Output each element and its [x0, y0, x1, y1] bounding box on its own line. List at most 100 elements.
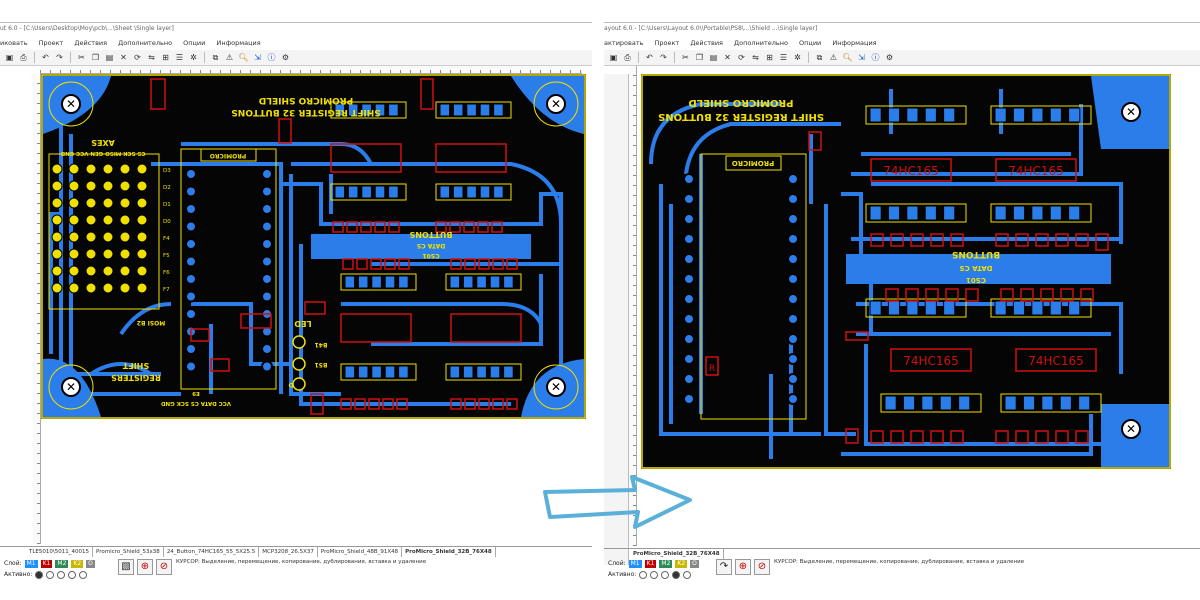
- undo-icon[interactable]: ↶: [646, 53, 653, 62]
- axes-pad: [102, 197, 114, 209]
- layers-icon[interactable]: ⧉: [816, 53, 823, 62]
- tab-project-2[interactable]: Promicro_Shield_53x38: [93, 547, 164, 557]
- redo-icon[interactable]: ↷: [660, 53, 667, 62]
- info-icon[interactable]: ⓘ: [267, 53, 276, 62]
- resistor: [930, 233, 944, 247]
- layer-k1[interactable]: K1: [40, 560, 53, 568]
- menu-item-info[interactable]: Информация: [832, 39, 877, 47]
- layer-k2[interactable]: K2: [675, 560, 688, 568]
- tab-project-4[interactable]: MCP3208_26.5X37: [259, 547, 318, 557]
- no-drc-icon[interactable]: ⊘: [754, 559, 770, 575]
- zoom-icon[interactable]: 🔍︎: [238, 53, 249, 62]
- layer-m1[interactable]: M1: [24, 560, 38, 568]
- zoom-icon[interactable]: 🔍︎: [842, 53, 853, 62]
- menu-item-options[interactable]: Опции: [799, 39, 822, 47]
- menu-item-options[interactable]: Опции: [183, 39, 206, 47]
- rotate-icon[interactable]: ⟳: [134, 53, 141, 62]
- radio-layer-5[interactable]: [683, 571, 692, 579]
- promicro-pad: [261, 185, 273, 198]
- drc-icon[interactable]: ⚠: [225, 53, 234, 62]
- radio-layer-5[interactable]: [79, 571, 88, 579]
- group-icon[interactable]: ⊞: [162, 53, 169, 62]
- settings-icon[interactable]: ✲: [794, 53, 801, 62]
- target-icon[interactable]: ⊕: [137, 559, 153, 575]
- align-icon[interactable]: ☰: [779, 53, 788, 62]
- tab-project-6[interactable]: ProMicro_Shield_32B_76X48: [402, 547, 496, 557]
- cut-icon[interactable]: ✂: [78, 53, 85, 62]
- menu-item-project[interactable]: Проект: [38, 39, 64, 47]
- data-cs-label: DATA CS: [417, 242, 445, 249]
- menu-item-extra[interactable]: Дополнительно: [734, 39, 788, 47]
- menu-item-actions[interactable]: Действия: [74, 39, 108, 47]
- radio-layer-2[interactable]: [650, 571, 659, 579]
- layer-k1[interactable]: K1: [644, 560, 657, 568]
- radio-layer-4[interactable]: [68, 571, 77, 579]
- layer-m2[interactable]: M2: [55, 560, 69, 568]
- menu-item-edit[interactable]: актировать: [604, 39, 644, 47]
- header-pad: [906, 205, 919, 221]
- axes-pad: [85, 214, 97, 226]
- axes-pad: [102, 163, 114, 175]
- pcb-canvas[interactable]: ✕ ✕ ✕ ✕: [41, 74, 592, 544]
- grid-icon[interactable]: ▧: [118, 559, 134, 575]
- layers-icon[interactable]: ⧉: [212, 53, 219, 62]
- radio-layer-3[interactable]: [57, 571, 66, 579]
- pcb-board-left[interactable]: ✕ ✕ ✕ ✕: [41, 74, 586, 419]
- radio-layer-1[interactable]: [639, 571, 648, 579]
- tab-project-3[interactable]: 24_Button_74HC165_55_5X25.5: [164, 547, 260, 557]
- layer-m1[interactable]: M1: [628, 560, 642, 568]
- delete-icon[interactable]: ✕: [120, 53, 127, 62]
- button-header-outline: [445, 363, 522, 381]
- radio-layer-4[interactable]: [672, 571, 681, 579]
- info-icon[interactable]: ⓘ: [871, 53, 880, 62]
- menu-item-edit[interactable]: иковать: [0, 39, 28, 47]
- axes-pad: [85, 265, 97, 277]
- print-icon[interactable]: ⎙: [624, 53, 631, 62]
- undo-icon[interactable]: ↶: [42, 53, 49, 62]
- menu-item-actions[interactable]: Действия: [690, 39, 723, 47]
- copy-icon[interactable]: ❐: [695, 53, 704, 62]
- print-icon[interactable]: ⎙: [20, 53, 27, 62]
- align-icon[interactable]: ☰: [175, 53, 184, 62]
- tab-project-1[interactable]: TLE5010\5011_40015: [26, 547, 93, 557]
- pcb-canvas[interactable]: ✕ ✕ 74HC165 74HC165 74: [637, 66, 1200, 546]
- menu-item-extra[interactable]: Дополнительно: [118, 39, 173, 47]
- no-drc-icon[interactable]: ⊘: [156, 559, 172, 575]
- target-icon[interactable]: ⊕: [735, 559, 751, 575]
- tab-project-1[interactable]: ProMicro_Shield_32B_76X48: [630, 549, 724, 559]
- gear-icon[interactable]: ⚙: [885, 53, 894, 62]
- cut-icon[interactable]: ✂: [682, 53, 689, 62]
- rotate-icon[interactable]: ⟳: [738, 53, 745, 62]
- layer-label: Слой:: [4, 560, 22, 567]
- drc-icon[interactable]: ⚠: [829, 53, 838, 62]
- layer-o[interactable]: O: [690, 560, 699, 568]
- mirror-icon[interactable]: ⇋: [752, 53, 759, 62]
- menu-item-info[interactable]: Информация: [216, 39, 261, 47]
- route-icon[interactable]: ⇲: [254, 53, 261, 62]
- led-label: LED: [294, 319, 312, 328]
- gear-icon[interactable]: ⚙: [281, 53, 290, 62]
- tab-project-5[interactable]: ProMicro_Shield_48B_91X48: [318, 547, 403, 557]
- route-icon[interactable]: ⇲: [858, 53, 865, 62]
- paste-icon[interactable]: ▤: [709, 53, 718, 62]
- radio-layer-3[interactable]: [661, 571, 670, 579]
- delete-icon[interactable]: ✕: [724, 53, 731, 62]
- radio-layer-2[interactable]: [46, 571, 55, 579]
- copy-icon[interactable]: ❐: [91, 53, 100, 62]
- group-icon[interactable]: ⊞: [766, 53, 773, 62]
- header-pad: [347, 103, 359, 117]
- redo-icon[interactable]: ↷: [56, 53, 63, 62]
- paste-icon[interactable]: ▤: [105, 53, 114, 62]
- save-icon[interactable]: ▣: [5, 53, 14, 62]
- layer-k2[interactable]: K2: [71, 560, 84, 568]
- track-icon[interactable]: ↷: [716, 559, 732, 575]
- pcb-board-right[interactable]: ✕ ✕ 74HC165 74HC165 74: [641, 74, 1171, 469]
- save-icon[interactable]: ▣: [609, 53, 618, 62]
- mirror-icon[interactable]: ⇋: [148, 53, 155, 62]
- radio-layer-1[interactable]: [35, 571, 44, 579]
- layer-o[interactable]: O: [86, 560, 95, 568]
- settings-icon[interactable]: ✲: [190, 53, 197, 62]
- header-pad: [476, 275, 487, 289]
- menu-item-project[interactable]: Проект: [654, 39, 680, 47]
- layer-m2[interactable]: M2: [659, 560, 673, 568]
